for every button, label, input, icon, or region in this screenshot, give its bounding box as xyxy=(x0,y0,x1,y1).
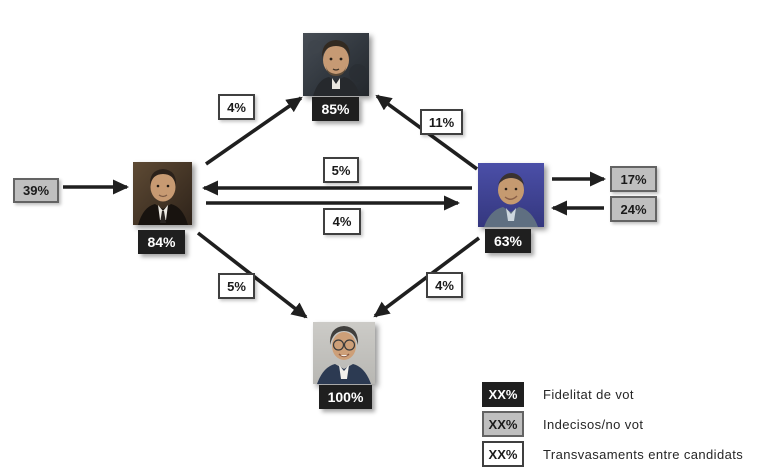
undecided-out-right: 17% xyxy=(610,166,657,192)
legend-item-undecided: XX% Indecisos/no vot xyxy=(482,411,643,437)
transfer-left-to-top: 4% xyxy=(218,94,255,120)
fidelity-left: 84% xyxy=(138,230,185,254)
candidate-top-photo xyxy=(303,33,369,96)
legend-label-fidelity: Fidelitat de vot xyxy=(543,387,634,402)
legend-label-transfers: Transvasaments entre candidats xyxy=(543,446,744,462)
fidelity-top: 85% xyxy=(312,97,359,121)
transfer-right-to-left: 5% xyxy=(323,157,359,183)
fidelity-right: 63% xyxy=(485,229,531,253)
candidate-bottom-photo xyxy=(313,322,375,384)
legend-item-fidelity: XX% Fidelitat de vot xyxy=(482,382,634,407)
candidate-left-photo xyxy=(133,162,192,225)
transfer-right-to-bottom: 4% xyxy=(426,272,463,298)
legend-swatch-undecided: XX% xyxy=(482,411,524,437)
fidelity-bottom: 100% xyxy=(319,385,372,409)
candidate-right-photo xyxy=(478,163,544,227)
transfer-right-to-top: 11% xyxy=(420,109,463,135)
legend-swatch-transfers: XX% xyxy=(482,441,524,467)
undecided-in-left: 39% xyxy=(13,178,59,203)
legend-item-transfers: XX% Transvasaments entre candidats xyxy=(482,441,743,467)
undecided-back-right: 24% xyxy=(610,196,657,222)
transfer-left-to-bottom: 5% xyxy=(218,273,255,299)
transfer-left-to-right: 4% xyxy=(323,208,361,235)
legend-swatch-fidelity: XX% xyxy=(482,382,524,407)
legend-label-undecided: Indecisos/no vot xyxy=(543,416,644,432)
